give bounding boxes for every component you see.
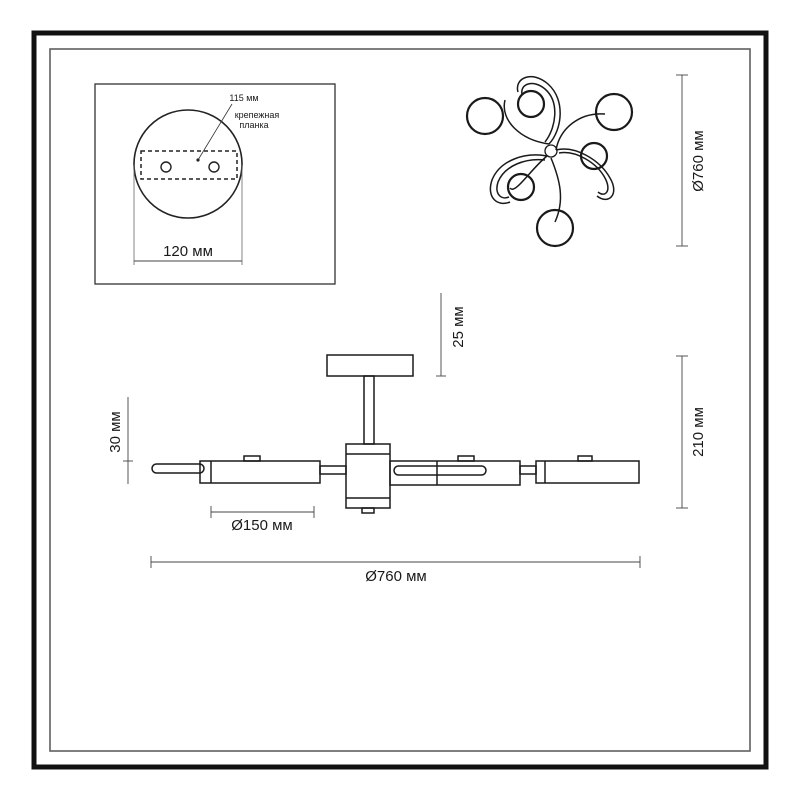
globe-top-left bbox=[465, 96, 505, 136]
overall-diameter-dimension: Ø760 мм bbox=[150, 556, 641, 585]
top-view-diameter-dimension: Ø760 мм bbox=[676, 74, 707, 247]
overall-diameter-label: Ø760 мм bbox=[365, 568, 427, 585]
arm-left-curl-inner bbox=[496, 158, 546, 199]
arm-height-label: 30 мм bbox=[107, 411, 124, 452]
canopy-height-dimension: 25 мм bbox=[436, 293, 467, 377]
plate-width-label: 115 мм bbox=[229, 93, 258, 103]
base-diameter-label: 120 мм bbox=[163, 243, 213, 260]
shade-left bbox=[199, 460, 321, 484]
shade-middle bbox=[389, 460, 521, 486]
globe-bottom bbox=[535, 208, 575, 248]
arm-right-curl bbox=[555, 148, 615, 201]
arm-bottom bbox=[550, 157, 562, 223]
globe-left-inner bbox=[506, 172, 536, 202]
arm-right-curl-inner bbox=[558, 151, 609, 195]
plate-leader-line bbox=[197, 103, 233, 161]
globe-right-inner bbox=[579, 141, 609, 171]
arm-height-dimension: 30 мм bbox=[107, 397, 133, 484]
top-view bbox=[465, 75, 634, 248]
inner-frame bbox=[49, 48, 751, 752]
shade-right bbox=[535, 460, 640, 484]
mounting-plate-outline bbox=[140, 150, 238, 180]
arm-top-curl-inner bbox=[521, 82, 556, 143]
shade-left-knob bbox=[243, 455, 261, 462]
arm-right bbox=[555, 113, 606, 151]
plate-name-line1: крепежная bbox=[235, 110, 280, 120]
plate-name-line2: планка bbox=[239, 120, 268, 130]
mount-hole-left bbox=[160, 161, 172, 173]
shade-diameter-dimension: Ø150 мм bbox=[210, 506, 315, 534]
right-connector bbox=[519, 465, 537, 475]
stem bbox=[363, 375, 375, 445]
globe-top-inner bbox=[516, 89, 546, 119]
arm-left-curl bbox=[489, 154, 548, 204]
canopy-height-label: 25 мм bbox=[450, 306, 467, 347]
total-height-label: 210 мм bbox=[690, 407, 707, 457]
left-connector bbox=[319, 465, 347, 475]
canopy-base-circle bbox=[133, 109, 243, 219]
canopy bbox=[326, 354, 414, 377]
shade-diameter-label: Ø150 мм bbox=[231, 517, 293, 534]
left-rod bbox=[151, 463, 205, 474]
center-hub bbox=[544, 144, 558, 158]
shade-right-knob bbox=[577, 455, 593, 462]
side-view bbox=[151, 354, 640, 514]
top-diameter-label: Ø760 мм bbox=[690, 130, 707, 192]
total-height-dimension: 210 мм bbox=[676, 355, 707, 509]
arm-top-curl bbox=[516, 75, 561, 145]
outer-frame bbox=[31, 30, 769, 770]
globe-top-right bbox=[594, 92, 634, 132]
middle-rod bbox=[393, 465, 487, 476]
center-cap bbox=[361, 507, 375, 514]
mounting-plate-inset: 115 мм крепежная планка 120 мм bbox=[94, 83, 336, 285]
arm-top bbox=[503, 99, 550, 145]
shade-middle-knob bbox=[457, 455, 475, 462]
mount-hole-right bbox=[208, 161, 220, 173]
inset-frame bbox=[94, 83, 336, 285]
